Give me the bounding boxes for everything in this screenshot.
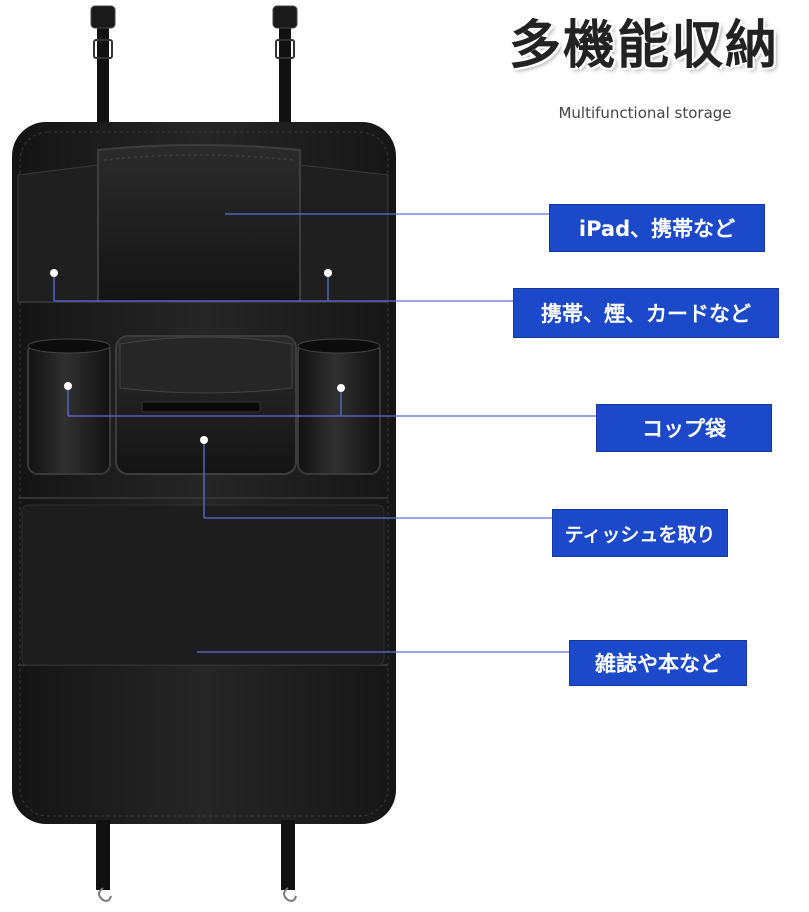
tablet-pocket	[97, 144, 301, 303]
bottom-straps	[96, 820, 297, 902]
label-tissue: ティッシュを取り	[552, 509, 728, 557]
page-title: 多機能収納	[508, 16, 779, 76]
right-cup-holder	[297, 338, 381, 475]
marker-dots	[50, 269, 345, 444]
top-straps	[90, 5, 298, 122]
label-magazines-books: 雑誌や本など	[569, 640, 747, 686]
tissue-pocket	[115, 335, 297, 475]
label-cup-bag: コップ袋	[596, 404, 772, 452]
magazine-pocket	[21, 504, 385, 666]
leader-lines	[53, 213, 596, 653]
label-phone-cigarettes-cards: 携帯、煙、カードなど	[513, 288, 779, 338]
page-subtitle: Multifunctional storage	[558, 104, 732, 122]
label-ipad-phone: iPad、携帯など	[549, 204, 765, 252]
left-cup-holder	[27, 338, 111, 475]
